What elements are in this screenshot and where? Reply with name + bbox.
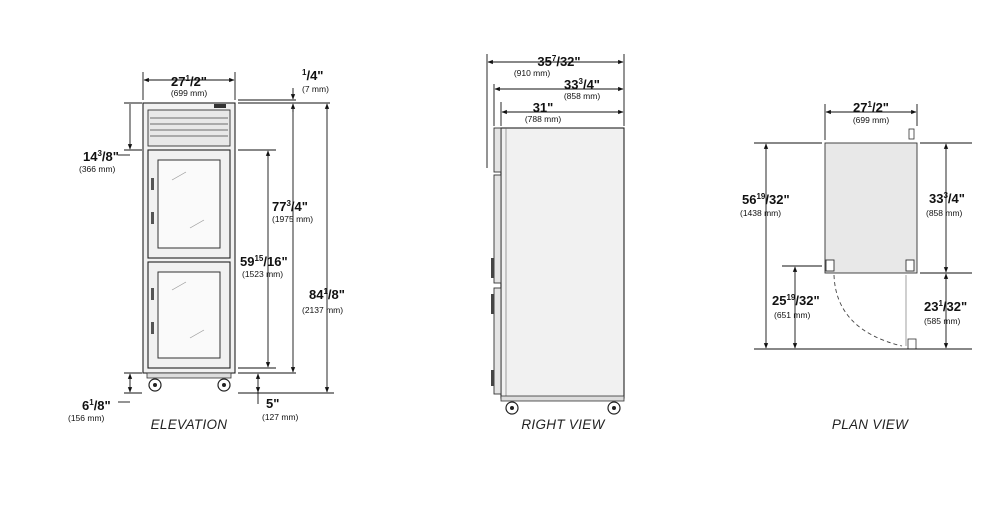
plan-cabinet bbox=[824, 142, 918, 274]
right-overall-label: 357/32" bbox=[537, 54, 580, 69]
elev-header-label: 143/8" bbox=[83, 149, 119, 164]
elev-overall-mm: (2137 mm) bbox=[302, 305, 343, 315]
right-overall-mm: (910 mm) bbox=[514, 68, 551, 78]
right-upper-door-edge bbox=[493, 174, 502, 284]
upper-hinge-icon bbox=[151, 212, 154, 224]
plan-hinge-icon bbox=[825, 259, 835, 272]
elev-width-mm: (699 mm) bbox=[171, 88, 208, 98]
lower-handle-icon bbox=[491, 370, 494, 386]
elev-glass-mm: (1523 mm) bbox=[242, 269, 283, 279]
elev-top-label: 1/4" bbox=[302, 68, 323, 83]
elev-top-mm: (7 mm) bbox=[302, 84, 329, 94]
plan-body-label: 333/4" bbox=[929, 191, 965, 206]
elevation-lower-glass bbox=[157, 271, 221, 359]
right-body-label: 333/4" bbox=[564, 77, 600, 92]
right-cabinet bbox=[500, 127, 625, 399]
elev-overall-label: 841/8" bbox=[309, 287, 345, 302]
elevation-header bbox=[147, 109, 231, 147]
right-cab-mm: (788 mm) bbox=[525, 114, 562, 124]
lower-hinge-icon bbox=[151, 288, 154, 300]
elev-bottom-label: 61/8" bbox=[82, 398, 111, 413]
elev-door-label: 773/4" bbox=[272, 199, 308, 214]
right-header-edge bbox=[493, 127, 502, 173]
plan-depth-label: 5619/32" bbox=[742, 192, 790, 207]
door-swing-arc bbox=[833, 274, 903, 347]
logo-badge bbox=[214, 104, 226, 108]
elevation-title: ELEVATION bbox=[151, 417, 228, 432]
plan-swing-left-mm: (651 mm) bbox=[774, 310, 811, 320]
right-view: 357/32" (910 mm) 333/4" (858 mm) 31" (78… bbox=[486, 54, 625, 432]
elev-caster-mm: (127 mm) bbox=[262, 412, 299, 422]
plan-valve-icon bbox=[908, 128, 915, 140]
plan-width-mm: (699 mm) bbox=[853, 115, 890, 125]
elev-caster-label: 5" bbox=[266, 396, 279, 411]
elev-width-label: 271/2" bbox=[171, 74, 207, 89]
upper-hinge-icon bbox=[151, 178, 154, 190]
elev-header-mm: (366 mm) bbox=[79, 164, 116, 174]
plan-body-mm: (858 mm) bbox=[926, 208, 963, 218]
plan-width-label: 271/2" bbox=[853, 100, 889, 115]
plan-swing-right-label: 231/32" bbox=[924, 299, 967, 314]
elev-bottom-mm: (156 mm) bbox=[68, 413, 105, 423]
right-view-title: RIGHT VIEW bbox=[521, 417, 605, 432]
door-stop-icon bbox=[907, 338, 917, 350]
upper-handle-icon bbox=[491, 258, 494, 278]
right-lower-door-edge bbox=[493, 287, 502, 395]
lower-hinge-icon bbox=[151, 322, 154, 334]
lower-handle-icon bbox=[491, 294, 494, 314]
plan-hinge-icon bbox=[905, 259, 915, 272]
elev-glass-label: 5915/16" bbox=[240, 254, 288, 269]
plan-swing-left-label: 2519/32" bbox=[772, 293, 820, 308]
elevation-view: 271/2" (699 mm) 1/4" (7 mm) 143/8" (366 … bbox=[68, 68, 345, 432]
plan-swing-right-mm: (585 mm) bbox=[924, 316, 961, 326]
right-cab-label: 31" bbox=[533, 100, 554, 115]
right-body-mm: (858 mm) bbox=[564, 91, 601, 101]
plan-view-title: PLAN VIEW bbox=[832, 417, 909, 432]
elevation-upper-glass bbox=[157, 159, 221, 249]
elev-door-mm: (1975 mm) bbox=[272, 214, 313, 224]
plan-depth-mm: (1438 mm) bbox=[740, 208, 781, 218]
plan-view: 271/2" (699 mm) 5619/32" (1438 mm) 333/4… bbox=[740, 100, 972, 432]
